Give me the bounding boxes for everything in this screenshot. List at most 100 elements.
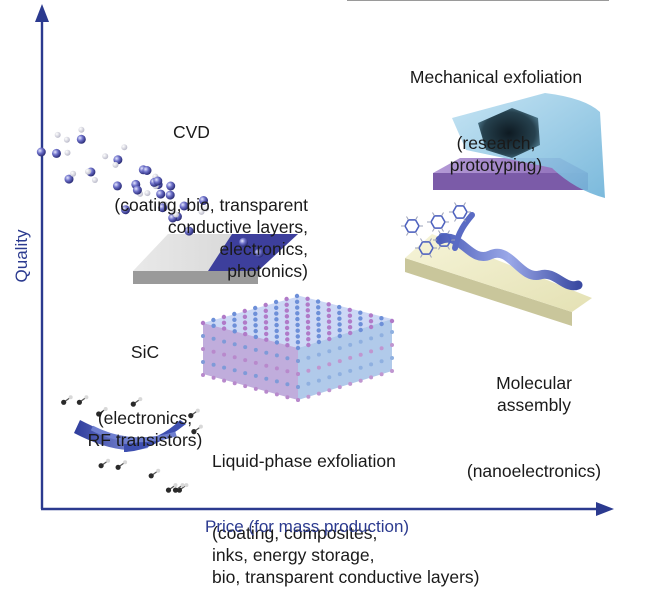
molecular-ribbon (435, 233, 583, 291)
lattice-atom (274, 328, 279, 334)
lattice-atom (295, 311, 300, 316)
molecular-precursors (401, 202, 471, 258)
lattice-atom (337, 310, 342, 316)
precursor-atom (173, 211, 179, 218)
molecule-bond (430, 221, 436, 229)
lattice-atom (348, 355, 353, 360)
lattice-atom (305, 325, 311, 330)
lattice-atom (306, 331, 311, 336)
lattice-atom (337, 333, 342, 339)
molecule-bond (447, 245, 450, 250)
lattice-atom (316, 310, 321, 316)
lattice-atom (211, 323, 216, 328)
molecule-bond (404, 225, 410, 233)
lattice-atom (200, 320, 206, 326)
lattice-atom (390, 369, 394, 373)
lattice-atom (232, 323, 237, 328)
precursor-atom (36, 147, 46, 157)
solvent-atom (115, 464, 121, 470)
precursor-atom (142, 166, 152, 175)
lattice-atom (284, 302, 289, 307)
precursor-atom (52, 148, 61, 158)
sic-crystal-left (203, 323, 298, 400)
cvd-graphene-layer (208, 234, 298, 271)
lattice-atom (316, 305, 321, 310)
lattice-atom (263, 320, 269, 325)
lattice-atom (327, 375, 332, 380)
molecule-bond (404, 219, 410, 227)
lattice-atom (295, 316, 300, 322)
molecular-assembly-illustration (405, 212, 592, 326)
method-name: Mechanical exfoliation (409, 67, 583, 87)
molecule-bond (441, 212, 444, 217)
purple-substrate-side (433, 173, 588, 190)
lattice-atom (327, 362, 332, 367)
method-name: SiC (130, 342, 160, 362)
lattice-atom (201, 347, 205, 351)
lattice-atom (326, 325, 332, 330)
molecule-bond (429, 253, 432, 258)
method-uses: (electronics, RF transistors) (87, 408, 203, 450)
graphene-flake-back (90, 425, 177, 443)
molecule-bond (406, 231, 409, 236)
lattice-atom (306, 381, 311, 386)
lattice-atom (274, 322, 279, 328)
lattice-atom (232, 317, 237, 322)
lattice-atom (295, 305, 300, 310)
lattice-atom (369, 375, 374, 380)
lattice-atom (316, 328, 321, 333)
precursor-atom (64, 149, 71, 156)
solvent-atom (68, 395, 73, 400)
solvent-atom (61, 399, 67, 405)
solvent-atom (173, 483, 178, 488)
lattice-atom (253, 334, 258, 340)
lattice-atom (211, 317, 216, 323)
solvent-atom (130, 401, 136, 407)
molecule-bond (452, 211, 458, 219)
lattice-atom (306, 394, 311, 399)
lattice-atom (263, 314, 269, 319)
precursor-atom (239, 237, 249, 247)
lattice-atom (253, 328, 258, 334)
precursor-atom (121, 205, 130, 215)
axes (35, 4, 614, 516)
solvent-atom (172, 487, 179, 493)
molecule-bond (432, 227, 435, 232)
lattice-atom (368, 324, 374, 330)
lattice-atom (295, 345, 301, 351)
molecule-bond (406, 216, 409, 221)
lattice-atom (337, 316, 342, 321)
solvent-atom (180, 483, 185, 488)
lattice-atom (274, 334, 279, 339)
lattice-atom (253, 347, 258, 352)
precursor-atom (203, 205, 210, 212)
lattice-atom (274, 392, 279, 397)
lattice-atom (305, 296, 310, 301)
top-rule (347, 0, 609, 1)
molecule-bond (446, 233, 452, 241)
mechanical-exfoliation-label: Mechanical exfoliation (research, protot… (372, 22, 620, 198)
lattice-atom (242, 320, 248, 325)
lattice-atom (316, 322, 321, 327)
molecule-bond (438, 230, 441, 235)
diagram-artwork (35, 4, 614, 516)
solvent-atom (138, 397, 143, 402)
lattice-atom (337, 385, 342, 390)
precursor-atom (112, 181, 122, 191)
molecular-ribbon-rising (452, 212, 475, 251)
precursor-atom (198, 208, 205, 215)
x-axis-arrowhead (596, 502, 614, 516)
lattice-atom (243, 345, 248, 350)
lattice-atom (306, 342, 311, 348)
molecule-bond (432, 212, 435, 217)
lattice-atom (316, 316, 321, 322)
lattice-atom (264, 337, 269, 342)
lattice-atom (379, 333, 384, 338)
lattice-atom (232, 311, 237, 317)
solvent-atom (84, 395, 89, 400)
lattice-atom (389, 318, 395, 324)
lattice-atom (305, 319, 311, 325)
lattice-atom (274, 340, 280, 345)
precursor-atom (63, 136, 70, 143)
lattice-atom (253, 323, 258, 328)
